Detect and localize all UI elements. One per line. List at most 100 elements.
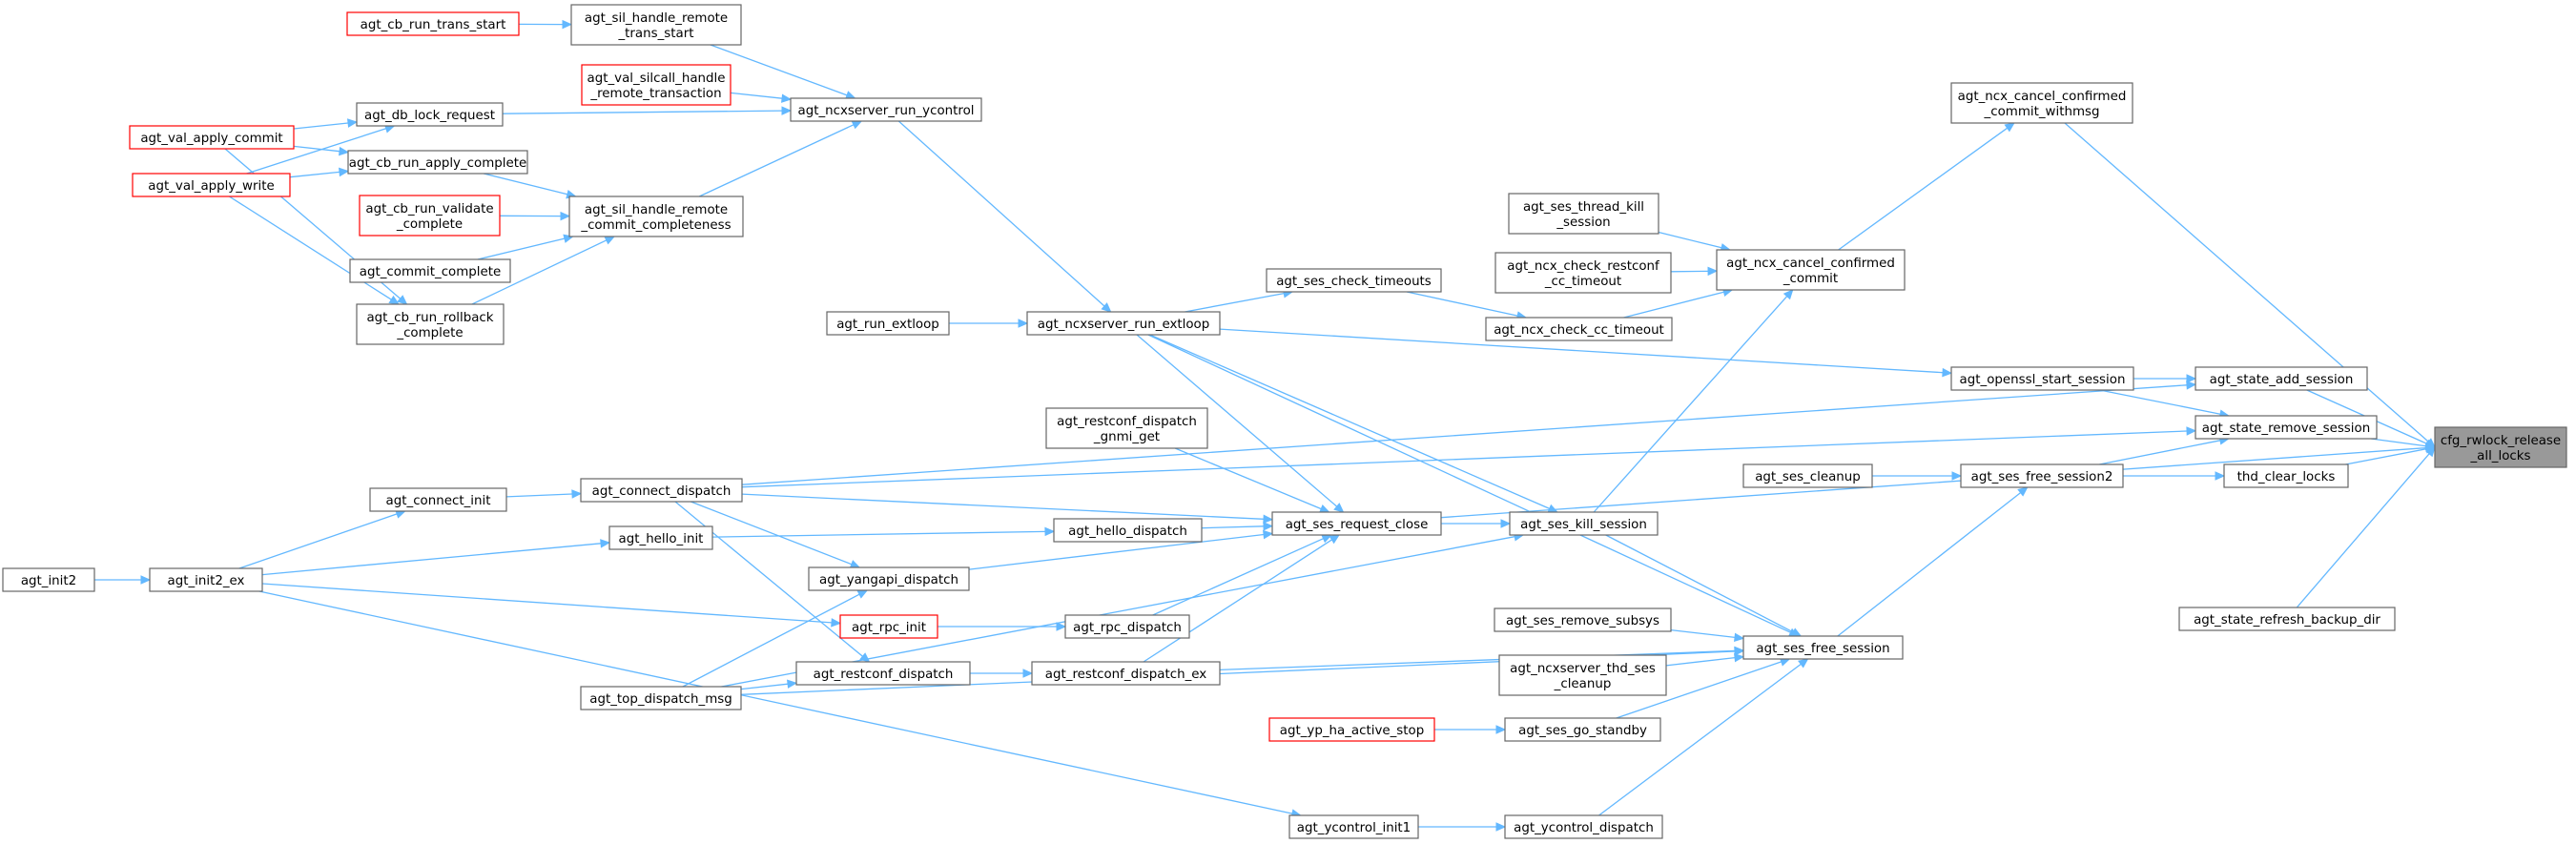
arrowhead-val_apply_commit-to-rollback_complete xyxy=(397,295,408,305)
node-label-line: thd_clear_locks xyxy=(2237,470,2336,484)
node-check_restconf[interactable]: agt_ncx_check_restconf_cc_timeout xyxy=(1494,252,1672,294)
node-box-yangapi xyxy=(808,566,970,591)
node-yangapi[interactable]: agt_yangapi_dispatch xyxy=(808,566,970,591)
arrowhead-val_apply_commit-to-apply_complete xyxy=(339,146,350,156)
node-thd_ses_cleanup[interactable]: agt_ncxserver_thd_ses_cleanup xyxy=(1498,654,1667,696)
arrowhead-top_dispatch-to-free xyxy=(1734,647,1745,656)
arrowhead-yangapi-to-request_close xyxy=(1263,529,1274,540)
node-restconf_dispatch_ex[interactable]: agt_restconf_dispatch_ex xyxy=(1031,661,1221,686)
node-free[interactable]: agt_ses_free_session xyxy=(1742,635,1904,660)
node-label-line: agt_connect_init xyxy=(386,494,491,508)
node-label-rpc_dispatch: agt_rpc_dispatch xyxy=(1073,621,1182,635)
node-rollback_complete[interactable]: agt_cb_run_rollback_complete xyxy=(356,303,505,345)
node-label-line: _remote_transaction xyxy=(589,87,721,101)
node-label-line: agt_state_refresh_backup_dir xyxy=(2194,613,2380,628)
node-ycontrol_dispatch[interactable]: agt_ycontrol_dispatch xyxy=(1504,814,1663,839)
edge-init2_ex-to-ycontrol_init1 xyxy=(258,590,1293,814)
node-openssl[interactable]: agt_openssl_start_session xyxy=(1950,366,2134,391)
arrowhead-run_ext-to-run_extloop xyxy=(1018,319,1029,328)
node-kill[interactable]: agt_ses_kill_session xyxy=(1509,511,1659,536)
node-validate_complete[interactable]: agt_cb_run_validate_complete xyxy=(359,195,501,237)
node-val_apply_write[interactable]: agt_val_apply_write xyxy=(132,173,291,197)
arrowhead-init2_ex-to-rpc_init xyxy=(831,618,842,628)
node-state_add[interactable]: agt_state_add_session xyxy=(2195,366,2368,391)
node-ncx_cancel[interactable]: agt_ncx_cancel_confirmed_commit xyxy=(1716,249,1906,291)
node-go_standby[interactable]: agt_ses_go_standby xyxy=(1504,717,1661,742)
node-label-line: agt_ses_cleanup xyxy=(1755,470,1861,484)
node-remove_subsys[interactable]: agt_ses_remove_subsys xyxy=(1494,607,1672,632)
node-gnmi_get[interactable]: agt_restconf_dispatch_gnmi_get xyxy=(1045,407,1208,449)
arrowhead-connect_init-to-connect_dispatch xyxy=(571,489,583,499)
node-box-gnmi_get xyxy=(1045,407,1208,449)
node-box-validate_complete xyxy=(359,195,501,237)
node-check_timeouts[interactable]: agt_ses_check_timeouts xyxy=(1266,268,1442,293)
node-thread_kill[interactable]: agt_ses_thread_kill_session xyxy=(1508,193,1659,235)
node-cb_trans_start[interactable]: agt_cb_run_trans_start xyxy=(346,11,520,36)
node-thd_clear[interactable]: thd_clear_locks xyxy=(2223,463,2349,488)
node-label-line: _cleanup xyxy=(1554,677,1612,691)
node-ha_stop[interactable]: agt_yp_ha_active_stop xyxy=(1268,717,1435,742)
edge-rollback_complete-to-sil_commit xyxy=(471,239,608,305)
node-label-line: agt_cb_run_rollback xyxy=(366,311,493,325)
node-request_close[interactable]: agt_ses_request_close xyxy=(1271,511,1442,536)
node-label-line: agt_ncx_check_cc_timeout xyxy=(1494,323,1664,338)
node-hello_init[interactable]: agt_hello_init xyxy=(608,525,713,550)
node-init2_ex[interactable]: agt_init2_ex xyxy=(149,567,263,592)
arrowhead-val_silcall-to-run_ycontrol xyxy=(781,93,793,103)
node-apply_complete[interactable]: agt_cb_run_apply_complete xyxy=(347,150,528,175)
arrowhead-init2-to-init2_ex xyxy=(140,575,152,585)
node-refresh_backup[interactable]: agt_state_refresh_backup_dir xyxy=(2178,607,2396,631)
node-free2[interactable]: agt_ses_free_session2 xyxy=(1960,463,2124,488)
node-init2[interactable]: agt_init2 xyxy=(2,567,95,592)
node-ncx_cancel_withmsg[interactable]: agt_ncx_cancel_confirmed_commit_withmsg xyxy=(1950,82,2133,124)
edge-sil_trans_start-to-run_ycontrol xyxy=(710,44,848,96)
node-label-line: agt_rpc_init xyxy=(852,621,926,635)
node-label-request_close: agt_ses_request_close xyxy=(1286,518,1429,532)
node-ycontrol_init1[interactable]: agt_ycontrol_init1 xyxy=(1288,814,1419,839)
node-commit_complete[interactable]: agt_commit_complete xyxy=(349,258,511,283)
node-state_remove[interactable]: agt_state_remove_session xyxy=(2195,415,2378,440)
node-connect_dispatch[interactable]: agt_connect_dispatch xyxy=(580,478,743,503)
node-label-line: agt_init2_ex xyxy=(168,574,245,588)
node-label-line: agt_commit_complete xyxy=(360,265,502,279)
edge-commit_complete-to-sil_commit xyxy=(477,237,566,260)
node-box-request_close xyxy=(1271,511,1442,536)
node-restconf_dispatch[interactable]: agt_restconf_dispatch xyxy=(795,661,971,686)
node-connect_init[interactable]: agt_connect_init xyxy=(369,487,507,512)
node-label-line: agt_state_remove_session xyxy=(2202,422,2370,436)
node-label-run_ycontrol: agt_ncxserver_run_ycontrol xyxy=(797,104,974,118)
arrowhead-sil_commit-to-run_ycontrol xyxy=(851,120,863,130)
node-run_extloop[interactable]: agt_ncxserver_run_extloop xyxy=(1026,311,1221,336)
edge-check_cc-to-ncx_cancel xyxy=(1623,291,1724,319)
arrowhead-request_close-to-kill xyxy=(1500,519,1512,528)
node-label-line: agt_hello_dispatch xyxy=(1068,525,1187,539)
node-val_silcall[interactable]: agt_val_silcall_handle_remote_transactio… xyxy=(581,64,732,106)
node-rpc_init[interactable]: agt_rpc_init xyxy=(839,614,938,639)
node-box-state_remove xyxy=(2195,415,2378,440)
node-sil_commit[interactable]: agt_sil_handle_remote_commit_completenes… xyxy=(568,196,744,237)
node-db_lock[interactable]: agt_db_lock_request xyxy=(356,102,504,127)
node-top_dispatch[interactable]: agt_top_dispatch_msg xyxy=(580,686,742,710)
node-label-refresh_backup: agt_state_refresh_backup_dir xyxy=(2194,613,2380,628)
node-label-restconf_dispatch: agt_restconf_dispatch xyxy=(814,668,954,682)
node-check_cc[interactable]: agt_ncx_check_cc_timeout xyxy=(1485,317,1673,341)
node-run_ycontrol[interactable]: agt_ncxserver_run_ycontrol xyxy=(790,97,982,122)
node-root[interactable]: cfg_rwlock_release_all_locks xyxy=(2434,426,2567,468)
node-box-top_dispatch xyxy=(580,686,742,710)
node-cleanup[interactable]: agt_ses_cleanup xyxy=(1742,463,1873,488)
edge-run_extloop-to-openssl xyxy=(1219,328,1944,374)
arrowhead-db_lock-to-run_ycontrol xyxy=(781,106,793,115)
node-label-line: cfg_rwlock_release xyxy=(2441,434,2561,448)
node-rpc_dispatch[interactable]: agt_rpc_dispatch xyxy=(1064,614,1190,639)
node-val_apply_commit[interactable]: agt_val_apply_commit xyxy=(129,125,295,150)
node-label-line: agt_ycontrol_init1 xyxy=(1297,821,1411,835)
node-sil_trans_start[interactable]: agt_sil_handle_remote_trans_start xyxy=(570,4,742,46)
node-label-db_lock: agt_db_lock_request xyxy=(364,109,495,123)
node-box-connect_init xyxy=(369,487,507,512)
arrowhead-ncx_cancel-to-ncx_cancel_withmsg xyxy=(2004,122,2015,133)
arrowhead-connect_dispatch-to-request_close xyxy=(1263,514,1274,525)
node-run_ext[interactable]: agt_run_extloop xyxy=(826,311,950,336)
arrowhead-connect_dispatch-to-yangapi xyxy=(849,560,861,569)
node-hello_dispatch[interactable]: agt_hello_dispatch xyxy=(1053,518,1203,543)
node-label-go_standby: agt_ses_go_standby xyxy=(1518,724,1647,738)
